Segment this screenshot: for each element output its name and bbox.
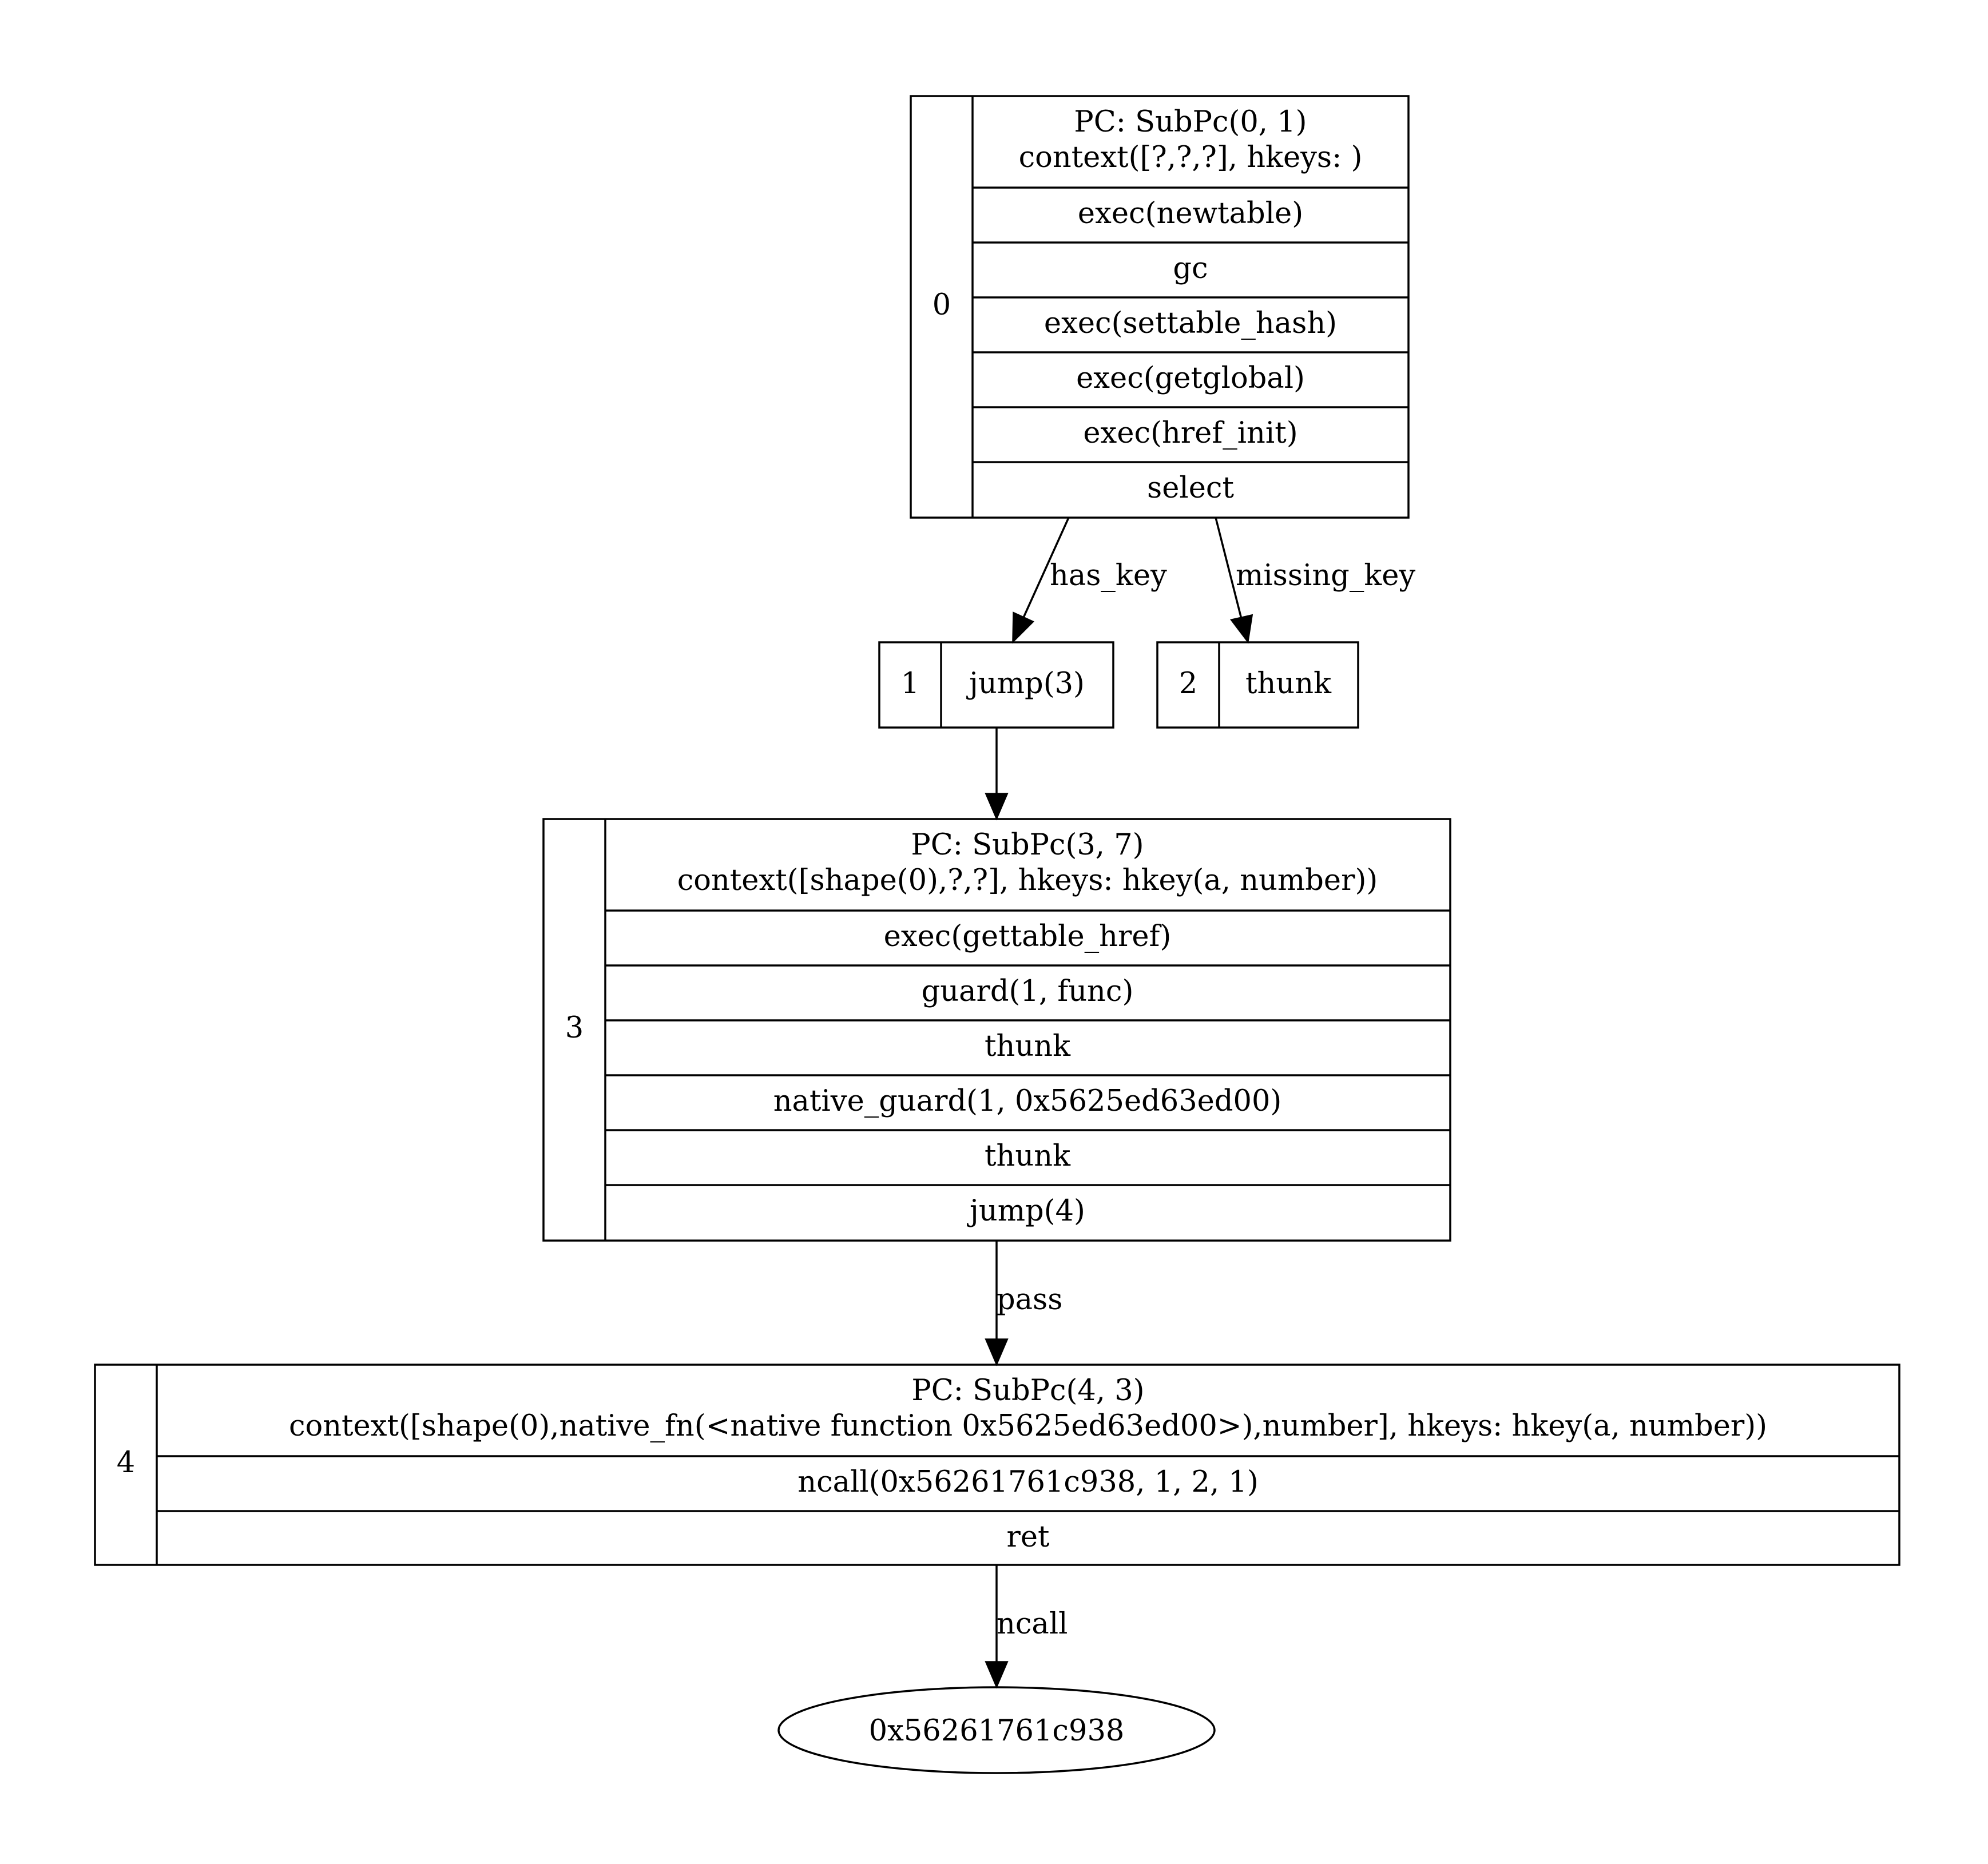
node-id: 2 [1179,667,1197,701]
edge-1-3 [985,728,1009,821]
instruction: gc [1173,252,1208,285]
instruction: thunk [1245,667,1332,701]
instruction: exec(href_init) [1083,416,1297,450]
edge-4-terminal: ncall [985,1565,1068,1689]
terminal-label: 0x56261761c938 [869,1714,1125,1748]
pc-line: PC: SubPc(0, 1) [1074,105,1307,139]
instruction: exec(gettable_href) [884,920,1172,953]
instruction: exec(newtable) [1078,197,1303,230]
edge-label: pass [997,1283,1062,1317]
pc-line: PC: SubPc(3, 7) [911,828,1144,862]
instruction: thunk [985,1030,1071,1063]
edge-label: missing_key [1236,559,1415,593]
node-id: 3 [565,1011,584,1045]
instruction: guard(1, func) [922,975,1134,1008]
node-id: 0 [933,288,951,322]
node-0[interactable]: 0 PC: SubPc(0, 1) context([?,?,?], hkeys… [910,95,1410,519]
instruction: native_guard(1, 0x5625ed63ed00) [773,1084,1282,1118]
node-1[interactable]: 1 jump(3) [878,641,1114,729]
node-4[interactable]: 4 PC: SubPc(4, 3) context([shape(0),nati… [94,1364,1900,1566]
instruction: ncall(0x56261761c938, 1, 2, 1) [797,1465,1259,1499]
node-id: 4 [117,1446,135,1480]
edge-label: has_key [1050,559,1167,593]
node-id: 1 [901,667,919,701]
edge-0-2: missing_key [1215,517,1415,644]
node-3[interactable]: 3 PC: SubPc(3, 7) context([shape(0),?,?]… [542,818,1451,1242]
instruction: select [1147,471,1234,505]
terminal-node[interactable]: 0x56261761c938 [777,1686,1216,1774]
edge-0-1: has_key [1012,517,1167,644]
node-2[interactable]: 2 thunk [1156,641,1359,729]
instruction: exec(settable_hash) [1044,307,1337,340]
instruction: jump(4) [967,1194,1085,1228]
context-line: context([shape(0),native_fn(<native func… [289,1409,1767,1443]
instruction: ret [1006,1520,1050,1554]
instruction: thunk [985,1139,1071,1173]
context-line: context([?,?,?], hkeys: ) [1019,141,1363,174]
edge-label: ncall [997,1607,1068,1641]
instruction: jump(3) [966,667,1085,701]
pc-line: PC: SubPc(4, 3) [911,1374,1144,1408]
context-line: context([shape(0),?,?], hkeys: hkey(a, n… [677,864,1378,897]
edge-3-4: pass [985,1241,1062,1366]
instruction: exec(getglobal) [1076,361,1305,395]
